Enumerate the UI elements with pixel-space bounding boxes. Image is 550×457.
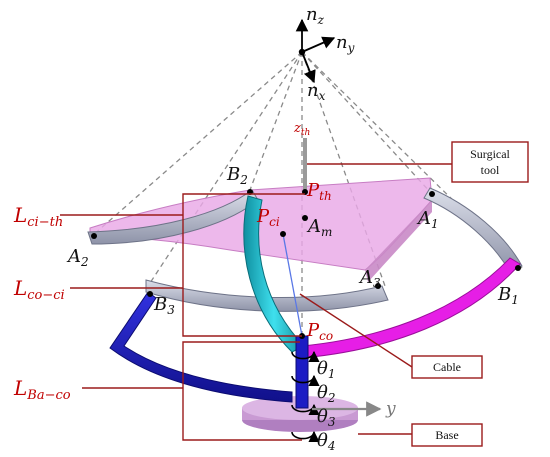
label-theta3: θ3 xyxy=(317,406,336,429)
callout-leaders xyxy=(299,163,452,435)
gray-arc-right xyxy=(423,187,523,273)
svg-text:Cable: Cable xyxy=(433,360,461,374)
frame-labels: nz ny nx xyxy=(306,4,355,103)
coordinate-frame xyxy=(295,18,336,84)
label-pco: Pco xyxy=(306,320,333,343)
point-dots xyxy=(91,189,521,339)
length-labels: Lci−th Lco−ci LBa−co xyxy=(13,203,71,403)
label-b2: B2 xyxy=(226,164,248,187)
label-am: Am xyxy=(306,216,332,239)
rotation-arrows xyxy=(291,350,320,443)
blue-link xyxy=(109,291,293,403)
label-b3: B3 xyxy=(153,294,175,317)
label-theta2: θ2 xyxy=(317,382,335,405)
label-pci: Pci xyxy=(256,206,280,229)
label-a2: A2 xyxy=(66,246,89,269)
callout-surgical-tool: Surgical tool xyxy=(451,141,529,183)
callout-base: Base xyxy=(411,423,483,447)
length-brackets xyxy=(60,193,305,441)
svg-text:tool: tool xyxy=(481,163,500,177)
label-a1: A1 xyxy=(416,208,439,231)
label-pth: Pth xyxy=(306,180,332,203)
central-column xyxy=(295,335,309,409)
svg-text:nz: nz xyxy=(306,4,325,27)
red-point-labels: Pth Pci Pco xyxy=(256,180,333,343)
base-y-label: y xyxy=(385,399,396,419)
cable-line xyxy=(282,233,303,337)
svg-text:Base: Base xyxy=(435,428,458,442)
gray-arc-lower xyxy=(145,279,389,312)
label-b1: B1 xyxy=(497,284,519,307)
label-l-ci-th: Lci−th xyxy=(13,203,63,230)
svg-text:nx: nx xyxy=(307,80,326,103)
label-theta4: θ4 xyxy=(317,430,335,453)
angle-labels: θ1 θ2 θ3 θ4 xyxy=(317,358,336,453)
label-theta1: θ1 xyxy=(317,358,335,381)
label-l-co-ci: Lco−ci xyxy=(13,276,65,303)
z-th-label: zth xyxy=(293,121,310,138)
label-a3: A3 xyxy=(358,267,381,290)
svg-text:Surgical: Surgical xyxy=(470,147,510,161)
point-labels: A1 A2 A3 Am B1 B2 B3 xyxy=(66,164,519,317)
label-l-ba-co: LBa−co xyxy=(13,376,71,403)
platform-front-edge xyxy=(365,200,432,282)
frame-origin xyxy=(298,48,306,56)
callout-cable: Cable xyxy=(411,355,483,379)
svg-text:ny: ny xyxy=(336,32,355,55)
